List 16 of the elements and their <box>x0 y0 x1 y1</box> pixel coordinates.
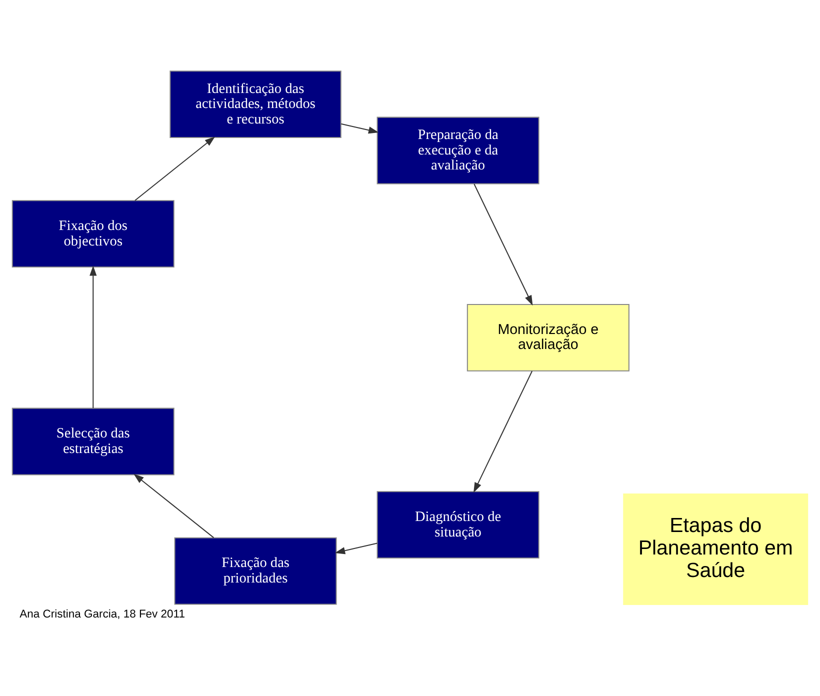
node-box: Etapas do Planeamento em Saúde <box>623 494 808 605</box>
arrow <box>474 370 533 493</box>
caption: Ana Cristina Garcia, 18 Fev 2011 <box>20 608 185 621</box>
node-box: Diagnóstico de situação <box>376 491 540 559</box>
arrow <box>334 542 378 554</box>
arrow <box>134 474 214 538</box>
node-box: Selecção das estratégias <box>12 408 174 476</box>
arrow <box>474 184 533 306</box>
arrow <box>90 266 97 408</box>
node-box: Fixação dos objectivos <box>12 200 174 268</box>
arrow <box>341 123 379 134</box>
node-box: Monitorização e avaliação <box>466 304 630 372</box>
node-box: Preparação da execução e da avaliação <box>376 116 540 184</box>
arrow <box>134 136 216 201</box>
node-box: Identificação das actividades, métodos e recursos <box>170 70 342 138</box>
node-box: Fixação das prioridades <box>174 537 337 605</box>
